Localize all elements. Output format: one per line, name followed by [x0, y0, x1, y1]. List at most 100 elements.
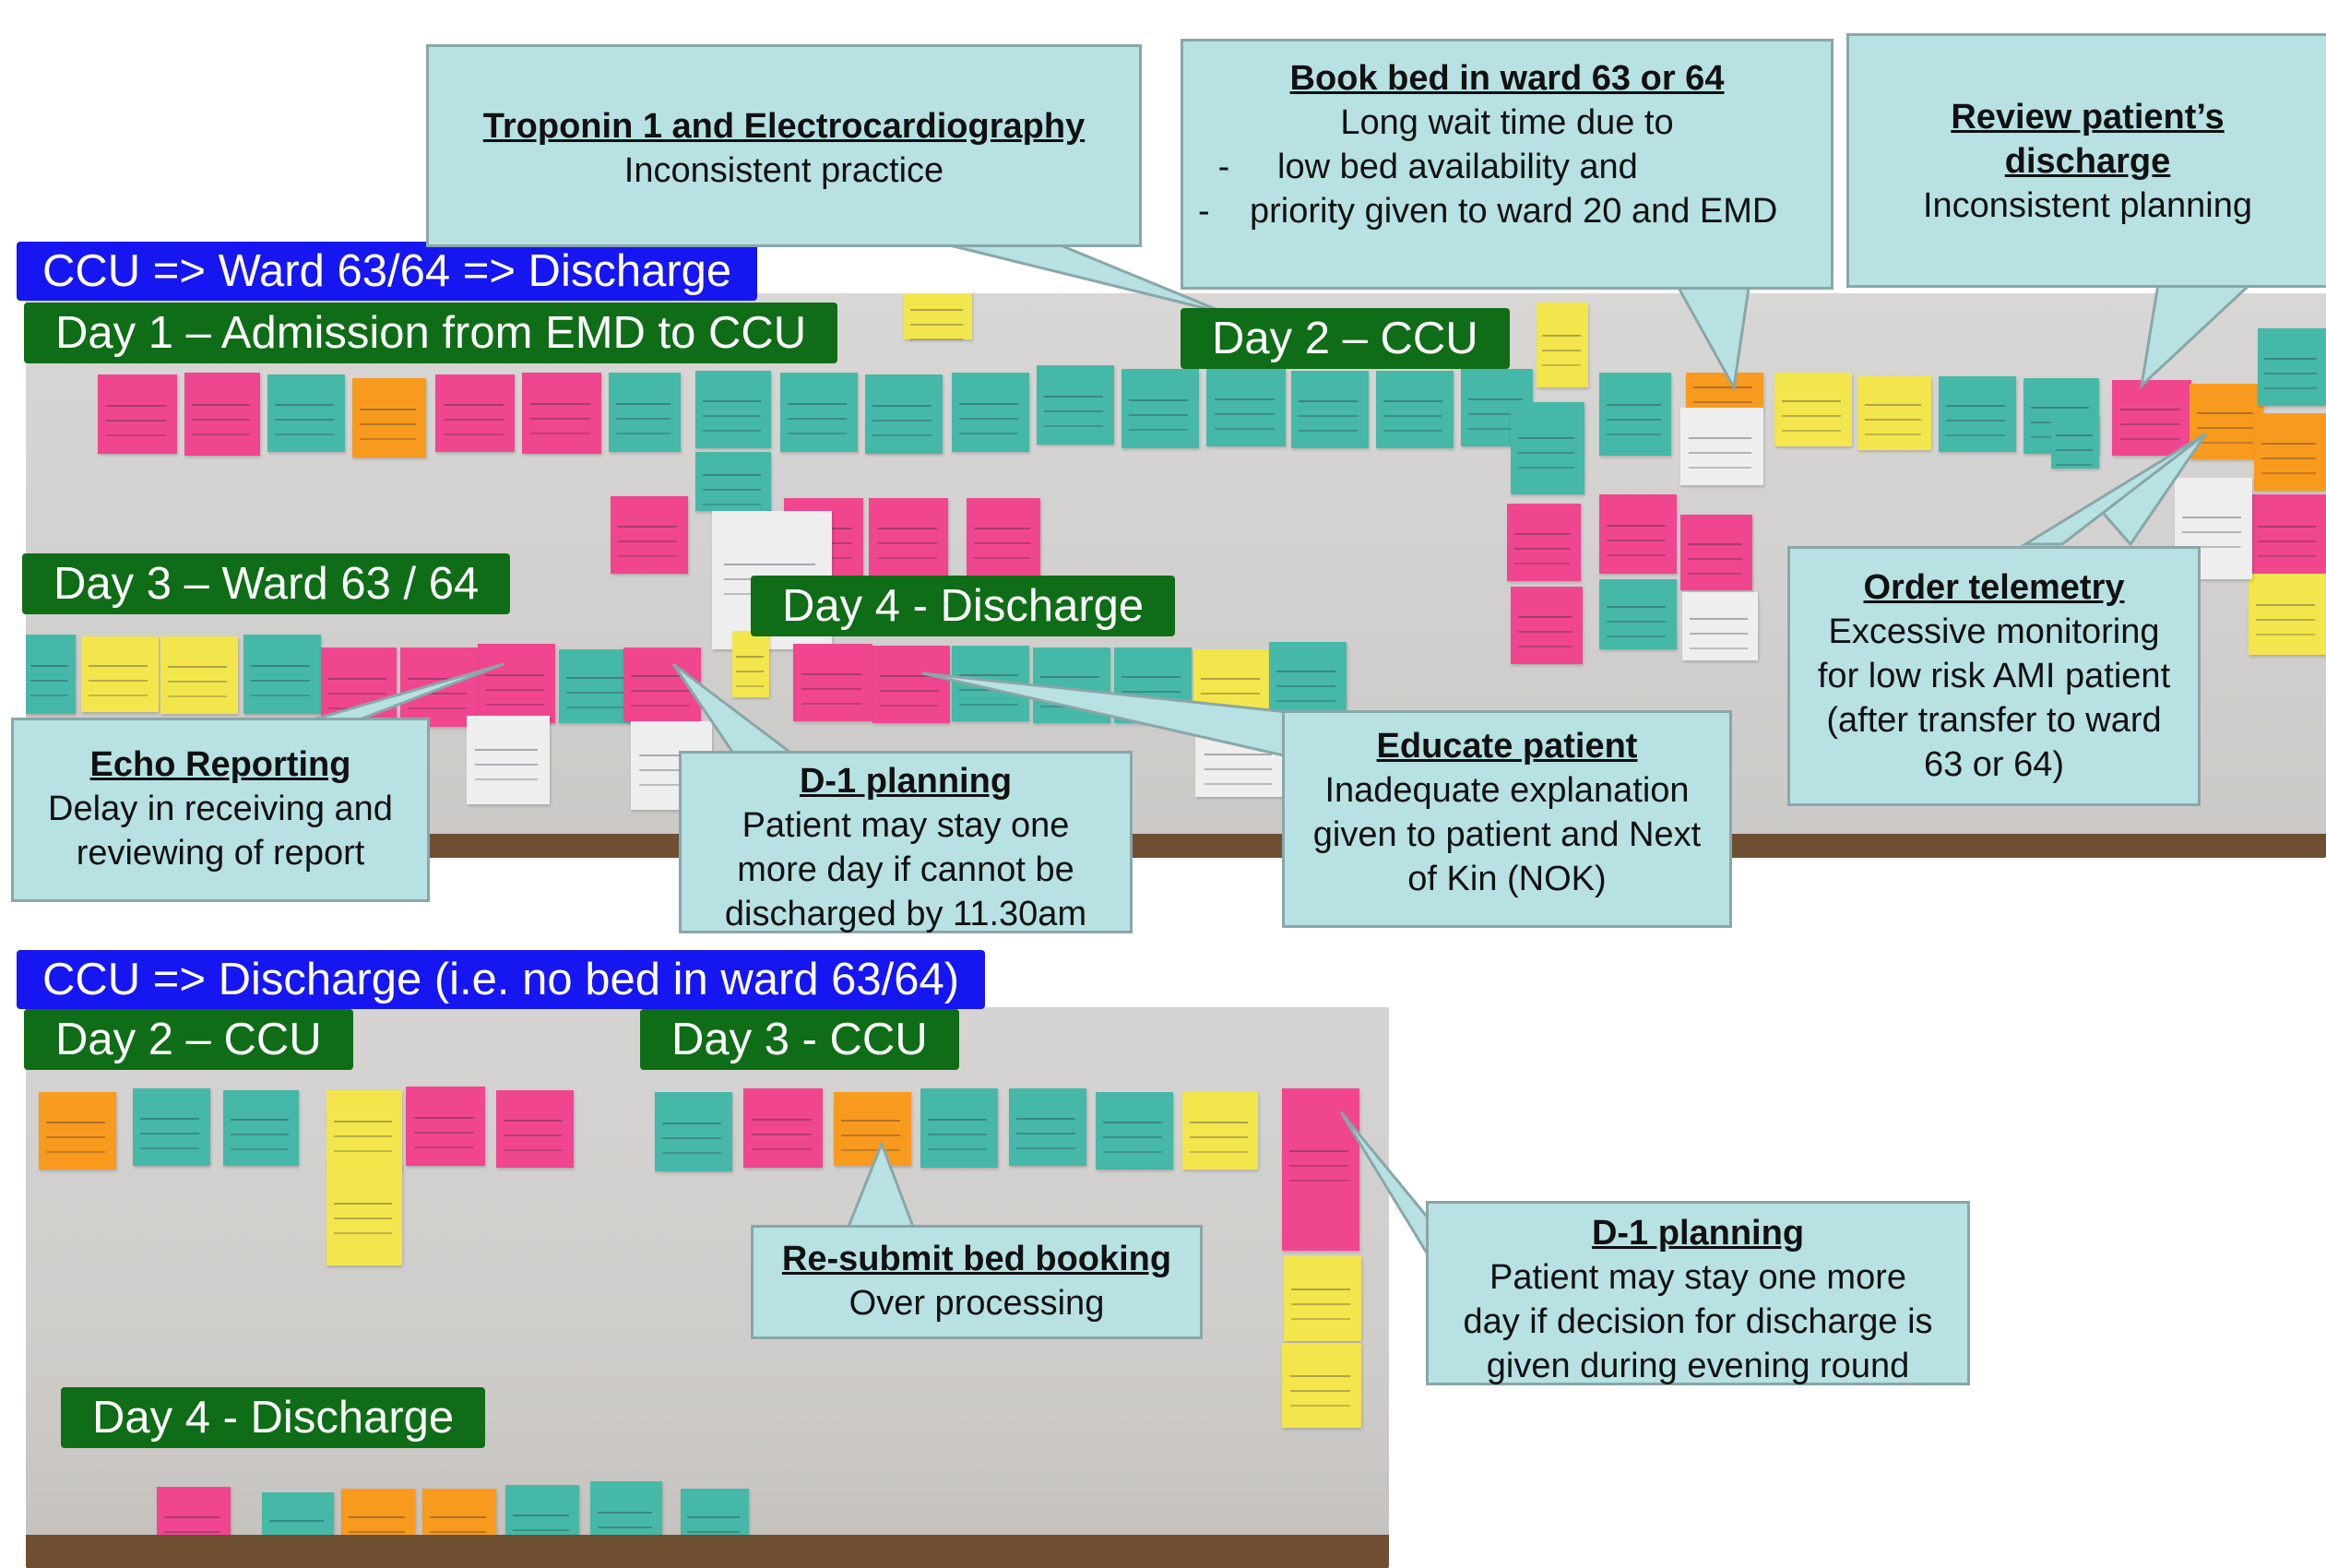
- sticky-note: [872, 646, 950, 723]
- sticky-note: [952, 373, 1029, 452]
- sticky-note: [2051, 413, 2099, 469]
- bullet-text: priority given to ward 20 and EMD: [1250, 192, 1778, 231]
- sticky-note-day-4: [732, 631, 769, 697]
- callout-book-bed: Book bed in ward 63 or 64 Long wait time…: [1181, 39, 1834, 290]
- sticky-note: [1121, 369, 1199, 448]
- sticky-note: [467, 716, 550, 804]
- callout-review-discharge: Review patient’s discharge Inconsistent …: [1846, 33, 2326, 288]
- sticky-note: [695, 452, 771, 511]
- callout-order-telemetry: Order telemetry Excessive monitoring for…: [1787, 546, 2201, 806]
- bullet-dash: -: [1217, 148, 1230, 186]
- sticky-note: [1680, 408, 1763, 485]
- sticky-note: [1269, 642, 1347, 718]
- callout-text: of Kin (NOK): [1407, 860, 1607, 898]
- callout-troponin: Troponin 1 and Electrocardiography Incon…: [426, 44, 1142, 247]
- callout-text: more day if cannot be: [737, 850, 1074, 889]
- sticky-note: [1686, 373, 1763, 410]
- callout-text: Inadequate explanation: [1324, 771, 1690, 810]
- day-header-ccu-day2: Day 2 – CCU: [24, 1009, 353, 1070]
- callout-text: 63 or 64): [1923, 745, 2065, 784]
- sticky-note: [793, 644, 872, 721]
- sticky-note: [326, 1090, 402, 1170]
- callout-echo-reporting: Echo Reporting Delay in receiving and re…: [11, 718, 430, 902]
- sticky-note: [2112, 380, 2191, 456]
- callout-title: Order telemetry: [1863, 568, 2125, 607]
- bullet-text: low bed availability and: [1277, 148, 1638, 186]
- sticky-note: [321, 647, 397, 727]
- callout-title: discharge: [2004, 142, 2171, 181]
- sticky-note: [223, 1090, 299, 1166]
- sticky-note: [326, 1164, 402, 1265]
- sticky-note: [1096, 1092, 1173, 1170]
- sticky-note: [2254, 413, 2326, 491]
- sticky-note: [1511, 587, 1583, 664]
- sticky-note-day-1: [904, 293, 972, 339]
- sticky-note: [1114, 647, 1192, 723]
- bullet-item: -priority given to ward 20 and EMD: [1198, 189, 1831, 233]
- sticky-note: [1682, 592, 1758, 660]
- callout-text: (after transfer to ward: [1826, 701, 2162, 740]
- sticky-note: [834, 1092, 911, 1166]
- callout-text: day if decision for discharge is: [1463, 1302, 1933, 1341]
- day-header-day3: Day 3 – Ward 63 / 64: [22, 553, 511, 614]
- callout-text: Delay in receiving and: [48, 790, 393, 828]
- callout-text: discharged by 11.30am: [724, 895, 1087, 933]
- day-header-ccu-day3: Day 3 - CCU: [640, 1009, 959, 1070]
- callout-title: Educate patient: [1376, 727, 1638, 766]
- sticky-note: [267, 374, 345, 452]
- sticky-note: [352, 378, 426, 457]
- sticky-note: [496, 1090, 574, 1168]
- sticky-note: [869, 498, 948, 576]
- flow-header-ward-pathway: CCU => Ward 63/64 => Discharge: [17, 242, 758, 301]
- sticky-note: [1774, 373, 1852, 446]
- callout-text: Inconsistent planning: [1922, 186, 2253, 225]
- callout-title: Echo Reporting: [89, 745, 351, 784]
- callout-educate-patient: Educate patient Inadequate explanation g…: [1282, 710, 1732, 928]
- sticky-note: [522, 373, 601, 454]
- sticky-note: [780, 373, 858, 452]
- sticky-note: [243, 635, 321, 714]
- callout-text: Inconsistent practice: [623, 151, 944, 190]
- sticky-note: [952, 646, 1029, 721]
- sticky-note: [1376, 371, 1454, 448]
- sticky-note: [39, 1092, 116, 1170]
- sticky-note: [1284, 1256, 1361, 1341]
- callout-title: D-1 planning: [1591, 1214, 1805, 1253]
- sticky-note: [26, 635, 76, 714]
- callout-title: Review patient’s: [1951, 98, 2225, 137]
- flow-header-ccu-pathway: CCU => Discharge (i.e. no bed in ward 63…: [17, 950, 986, 1009]
- sticky-note: [1599, 579, 1677, 649]
- callout-title: Book bed in ward 63 or 64: [1289, 59, 1725, 98]
- sticky-note: [2190, 384, 2263, 459]
- sticky-note: [133, 1088, 210, 1166]
- sticky-note: [1282, 1088, 1359, 1251]
- sticky-note: [81, 636, 159, 712]
- sticky-note: [160, 636, 238, 714]
- sticky-note: [2258, 328, 2326, 406]
- sticky-note: [1857, 376, 1931, 450]
- callout-text: reviewing of report: [76, 834, 365, 873]
- bullet-item: - low bed availability and: [1198, 145, 1831, 189]
- sticky-note: [184, 373, 260, 456]
- sticky-note: [1206, 369, 1286, 446]
- sticky-note: [1291, 371, 1369, 448]
- sticky-note: [655, 1092, 732, 1171]
- sticky-note: [98, 374, 177, 454]
- sticky-note: [1195, 727, 1284, 797]
- sticky-note: [743, 1088, 823, 1168]
- callout-bullets: - low bed availability and -priority give…: [1183, 145, 1831, 233]
- sticky-note: [406, 1087, 485, 1166]
- callout-text: given during evening round: [1486, 1347, 1910, 1385]
- callout-d1-planning-ccu: D-1 planning Patient may stay one more d…: [1426, 1201, 1970, 1385]
- callout-title: Re-submit bed booking: [781, 1240, 1172, 1278]
- sticky-note: [1182, 1092, 1258, 1170]
- callout-text: for low risk AMI patient: [1817, 657, 2171, 695]
- sticky-note: [1282, 1343, 1361, 1428]
- callout-text: given to patient and Next: [1312, 815, 1702, 854]
- sticky-note: [435, 374, 515, 452]
- sticky-note: [920, 1088, 998, 1168]
- day-header-ccu-day4: Day 4 - Discharge: [61, 1387, 486, 1448]
- sticky-note: [623, 647, 701, 721]
- sticky-note: [478, 644, 555, 723]
- callout-title: D-1 planning: [799, 762, 1013, 801]
